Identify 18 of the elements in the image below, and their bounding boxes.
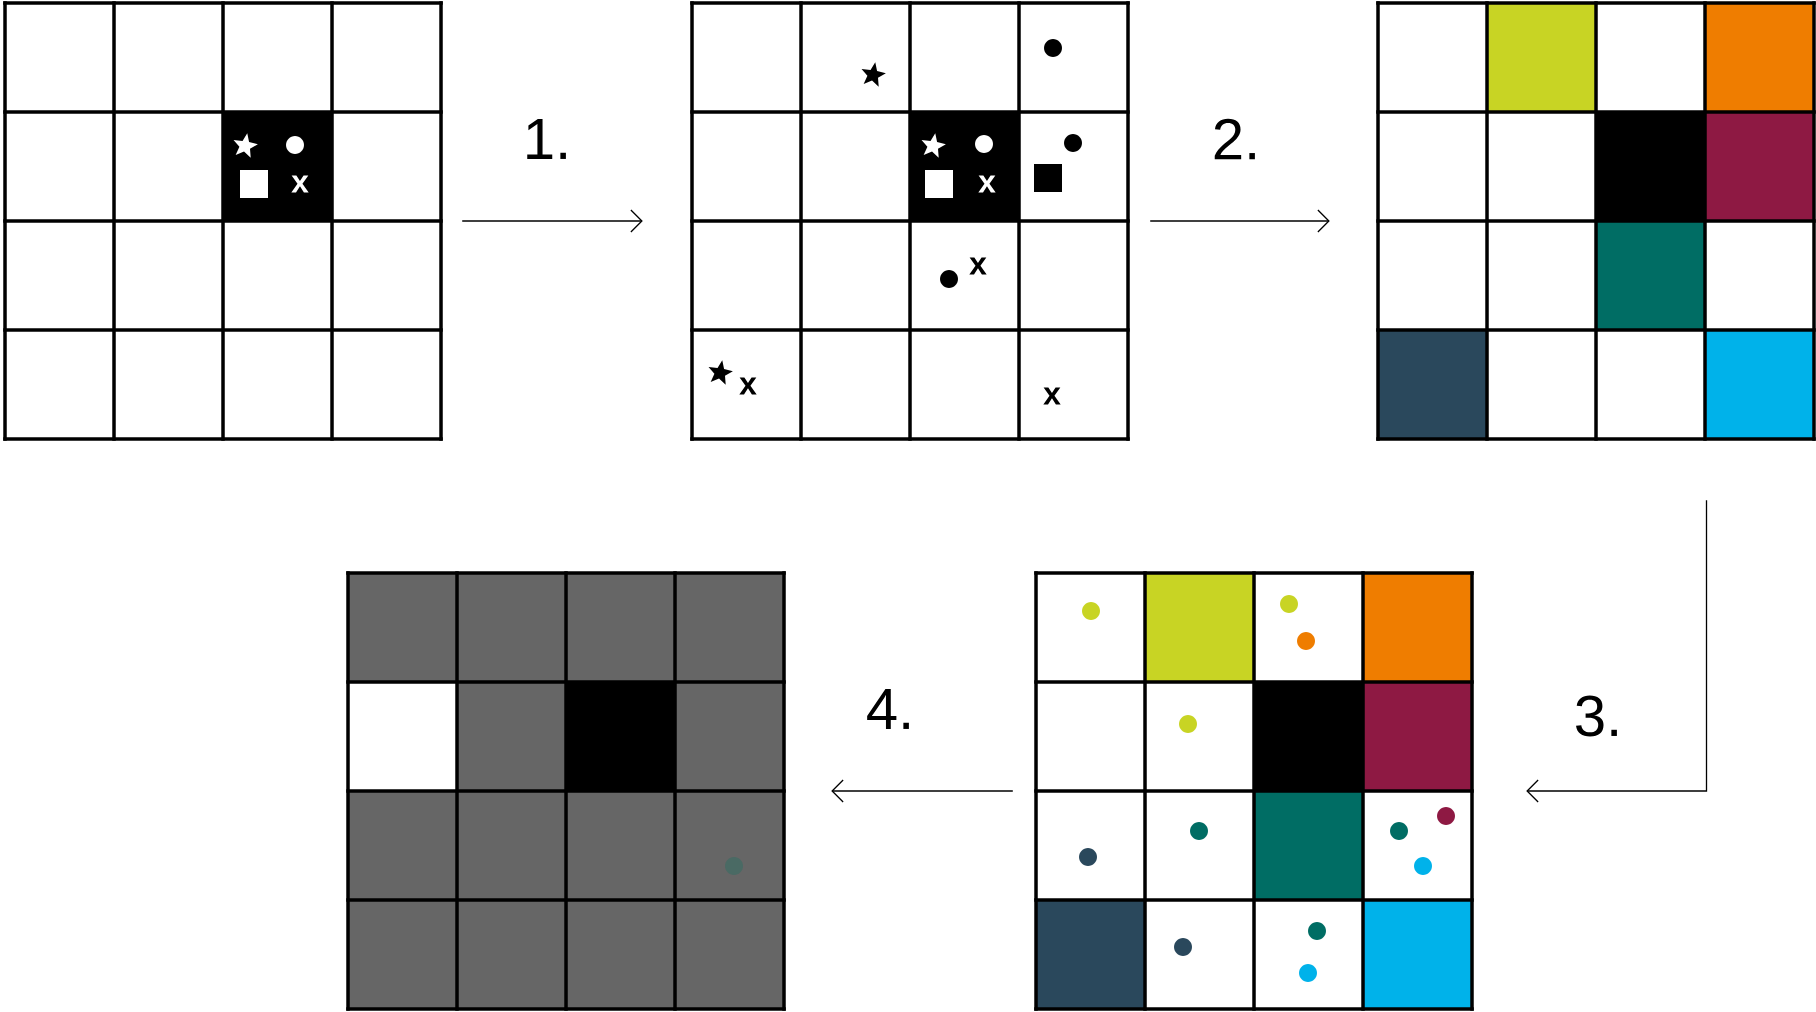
cross-mark: x xyxy=(739,377,757,395)
grid xyxy=(3,1,443,441)
cross-mark: x xyxy=(1043,387,1061,405)
edge-label: 4. xyxy=(863,687,917,731)
arrow xyxy=(1526,499,1708,803)
cross-mark: x xyxy=(969,257,987,275)
grid xyxy=(1376,1,1816,441)
arrow xyxy=(461,209,643,233)
cross-mark: x xyxy=(978,175,996,193)
arrow xyxy=(1149,209,1330,233)
edge-label: 3. xyxy=(1571,693,1625,739)
grid xyxy=(690,1,1130,441)
edge-label: 1. xyxy=(520,117,574,161)
cross-mark: x xyxy=(291,175,309,193)
grid xyxy=(1034,571,1474,1011)
edge-label: 2. xyxy=(1209,116,1263,162)
grid xyxy=(346,571,786,1011)
arrow xyxy=(831,779,1014,803)
